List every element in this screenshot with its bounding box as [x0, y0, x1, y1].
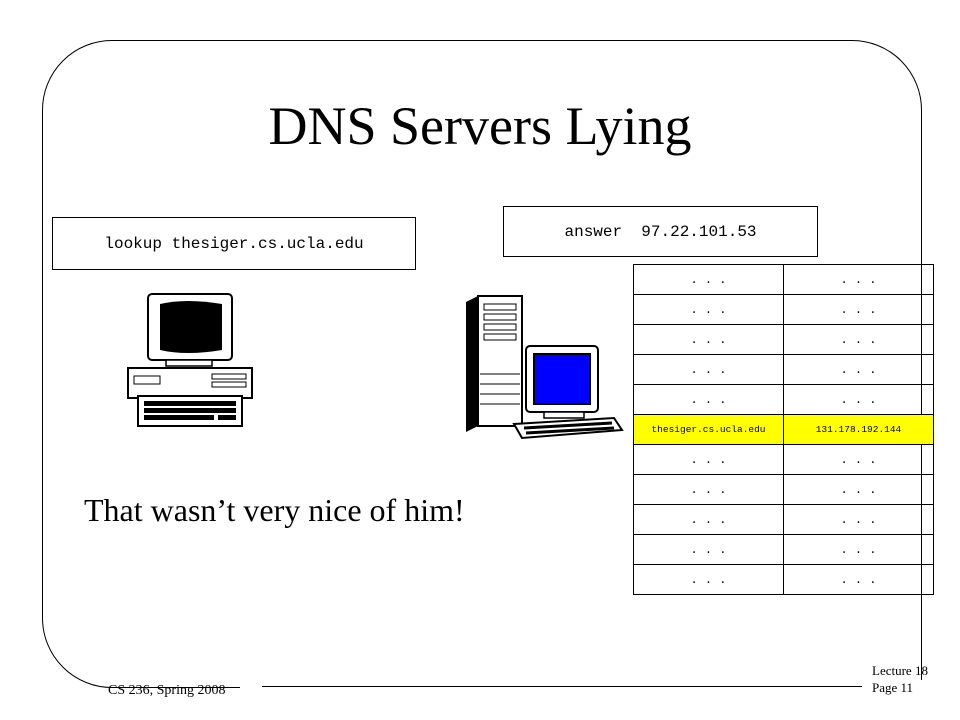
answer-text: answer 97.22.101.53 [564, 222, 757, 241]
hostname-cell: . . . [633, 384, 784, 415]
address-cell: . . . [783, 444, 934, 475]
hostname-cell: . . . [633, 294, 784, 325]
hostname-cell: . . . [633, 474, 784, 505]
page-title: DNS Servers Lying [268, 96, 692, 156]
footer-lecture-block: Lecture 18 Page 11 [872, 662, 928, 696]
table-row: . . .. . . [633, 384, 934, 415]
address-cell: . . . [783, 294, 934, 325]
address-cell: . . . [783, 384, 934, 415]
dns-table: . . .. . .. . .. . .. . .. . .. . .. . .… [633, 264, 934, 595]
table-row: . . .. . . [633, 564, 934, 595]
desktop-computer-icon [127, 293, 253, 427]
address-cell: 131.178.192.144 [783, 414, 934, 445]
lookup-box: lookup thesiger.cs.ucla.edu [52, 217, 416, 270]
address-cell: . . . [783, 504, 934, 535]
address-cell: . . . [783, 324, 934, 355]
footer-lecture: Lecture 18 [872, 663, 928, 678]
hostname-cell: . . . [633, 324, 784, 355]
lookup-text: lookup thesiger.cs.ucla.edu [104, 234, 364, 253]
caption-text: That wasn’t very nice of him! [84, 492, 465, 528]
table-row: . . .. . . [633, 534, 934, 565]
hostname-cell: thesiger.cs.ucla.edu [633, 414, 784, 445]
table-row: . . .. . . [633, 264, 934, 295]
address-cell: . . . [783, 534, 934, 565]
hostname-cell: . . . [633, 444, 784, 475]
table-row: . . .. . . [633, 474, 934, 505]
table-row: . . .. . . [633, 324, 934, 355]
footer-course: CS 236, Spring 2008 [108, 683, 226, 698]
address-cell: . . . [783, 564, 934, 595]
address-cell: . . . [783, 264, 934, 295]
address-cell: . . . [783, 354, 934, 385]
hostname-cell: . . . [633, 564, 784, 595]
answer-box: answer 97.22.101.53 [503, 206, 818, 257]
table-row: . . .. . . [633, 504, 934, 535]
hostname-cell: . . . [633, 504, 784, 535]
table-row: . . .. . . [633, 354, 934, 385]
hostname-cell: . . . [633, 264, 784, 295]
footer-rule [262, 686, 862, 687]
hostname-cell: . . . [633, 534, 784, 565]
address-cell: . . . [783, 474, 934, 505]
server-computer-icon [466, 295, 624, 440]
table-row: . . .. . . [633, 444, 934, 475]
table-row: . . .. . . [633, 294, 934, 325]
footer-page: Page 11 [872, 680, 914, 695]
hostname-cell: . . . [633, 354, 784, 385]
